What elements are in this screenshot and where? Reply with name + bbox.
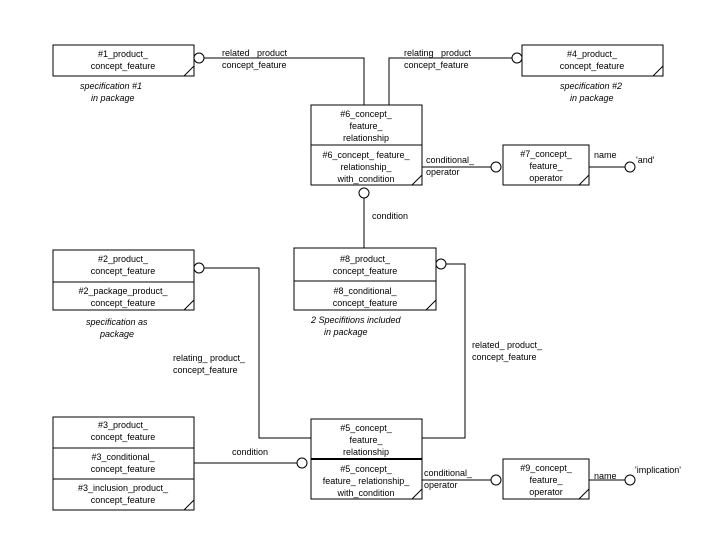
entity-4-line-2: concept_feature: [560, 61, 625, 71]
circle-and: [624, 161, 636, 173]
label-cond-op-top-2: operator: [426, 167, 460, 177]
entity-9-concept-feature-operator: #9_concept_ feature_ operator: [502, 458, 590, 500]
annotation-notes: specification #1 in package specificatio…: [80, 81, 622, 339]
circle-e1: [193, 52, 205, 64]
entity-5-sub-2: feature_ relationship_: [323, 476, 411, 486]
relationship-circles: [193, 52, 636, 486]
entity-5-concept-feature-relationship: #5_concept_ feature_ relationship #5_con…: [310, 418, 423, 500]
entity-5-sub-1: #5_concept_: [340, 464, 393, 474]
label-and-value: 'and': [636, 155, 655, 165]
circle-e8: [435, 258, 447, 270]
label-relating-mid-2: concept_feature: [173, 365, 238, 375]
label-related-top-2: concept_feature: [222, 60, 287, 70]
line-e1-e6: [204, 57, 365, 105]
entity-3-s3-2: concept_feature: [91, 495, 156, 505]
note-two-specs-2: in package: [324, 327, 368, 337]
entity-9-line-2: feature_: [529, 475, 563, 485]
entity-2-title-1: #2_product_: [98, 254, 149, 264]
entity-8-sub-2: concept_feature: [333, 298, 398, 308]
label-cond-op-bottom-2: operator: [424, 480, 458, 490]
circle-e6-bottom: [358, 187, 370, 199]
entity-2-sub-2: concept_feature: [91, 298, 156, 308]
label-name-bottom: name: [594, 471, 617, 481]
attribute-labels: related_ product_ concept_feature relati…: [173, 48, 681, 490]
entity-8-title-2: concept_feature: [333, 266, 398, 276]
note-spec2-2: in package: [570, 93, 614, 103]
entity-7-line-2: feature_: [529, 161, 563, 171]
label-related-mid-2: concept_feature: [472, 352, 537, 362]
entity-6-sub-3: with_condition: [336, 174, 394, 184]
note-spec-pkg-1: specification as: [86, 317, 148, 327]
entity-5-title-1: #5_concept_: [340, 423, 393, 433]
circle-e7: [490, 161, 502, 173]
entity-5-title-3: relationship: [343, 447, 389, 457]
entity-7-line-1: #7_concept_: [520, 149, 573, 159]
entity-4-product-concept-feature: #4_product_ concept_feature: [521, 44, 664, 77]
entity-2-product-concept-feature: #2_product_ concept_feature #2_package_p…: [52, 249, 195, 311]
entity-5-title-2: feature_: [349, 435, 383, 445]
entity-3-s2-2: concept_feature: [91, 464, 156, 474]
entity-3-s3-1: #3_inclusion_product_: [78, 483, 169, 493]
entity-8-product-concept-feature: #8_product_ concept_feature #8_condition…: [293, 247, 437, 311]
entity-4-line-1: #4_product_: [567, 49, 618, 59]
note-spec2-1: specification #2: [560, 81, 622, 91]
entity-6-title-2: feature_: [349, 121, 383, 131]
entity-1-line-1: #1_product_: [98, 49, 149, 59]
entity-6-sub-2: relationship_: [340, 162, 392, 172]
line-e2-e5: [204, 267, 311, 439]
label-cond-op-bottom-1: conditional_: [424, 468, 473, 478]
label-related-mid-1: related_ product_: [472, 340, 543, 350]
label-related-top-1: related_ product_: [222, 48, 293, 58]
entity-9-line-3: operator: [529, 487, 563, 497]
circle-e2: [193, 262, 205, 274]
entity-7-concept-feature-operator: #7_concept_ feature_ operator: [502, 144, 590, 186]
entity-5-sub-3: with_condition: [336, 488, 394, 498]
entity-9-line-1: #9_concept_: [520, 463, 573, 473]
entity-3-s1-1: #3_product_: [98, 420, 149, 430]
entity-2-sub-1: #2_package_product_: [78, 286, 168, 296]
circle-e4: [511, 52, 523, 64]
circle-implication: [624, 474, 636, 486]
label-condition-mid: condition: [372, 211, 408, 221]
note-two-specs-1: 2 Specifitions included: [310, 315, 402, 325]
entity-8-title-1: #8_product_: [340, 254, 391, 264]
note-spec-pkg-2: package: [99, 329, 134, 339]
line-e8-e5: [422, 263, 466, 439]
note-spec1-1: specification #1: [80, 81, 142, 91]
label-relating-top-1: relating_ product_: [404, 48, 477, 58]
entity-1-line-2: concept_feature: [91, 61, 156, 71]
entity-2-title-2: concept_feature: [91, 266, 156, 276]
label-condition-bottom: condition: [232, 447, 268, 457]
entity-3-product-concept-feature: #3_product_ concept_feature #3_condition…: [52, 416, 195, 511]
entity-6-title-3: relationship: [343, 133, 389, 143]
entity-6-concept-feature-relationship: #6_concept_ feature_ relationship #6_con…: [310, 104, 423, 186]
label-relating-mid-1: relating_ product_: [173, 353, 246, 363]
note-spec1-2: in package: [91, 93, 135, 103]
circle-e5-condition: [296, 457, 308, 469]
label-name-top: name: [594, 150, 617, 160]
entity-6-sub-1: #6_concept_ feature_: [322, 150, 410, 160]
entity-8-sub-1: #8_conditional_: [333, 286, 397, 296]
entity-6-title-1: #6_concept_: [340, 109, 393, 119]
label-implication-value: 'implication': [635, 465, 681, 475]
label-relating-top-2: concept_feature: [404, 60, 469, 70]
entity-1-product-concept-feature: #1_product_ concept_feature: [52, 44, 195, 77]
entity-7-line-3: operator: [529, 173, 563, 183]
label-cond-op-top-1: conditional_: [426, 155, 475, 165]
circle-e9: [490, 474, 502, 486]
entity-3-s2-1: #3_conditional_: [91, 452, 155, 462]
entity-3-s1-2: concept_feature: [91, 432, 156, 442]
